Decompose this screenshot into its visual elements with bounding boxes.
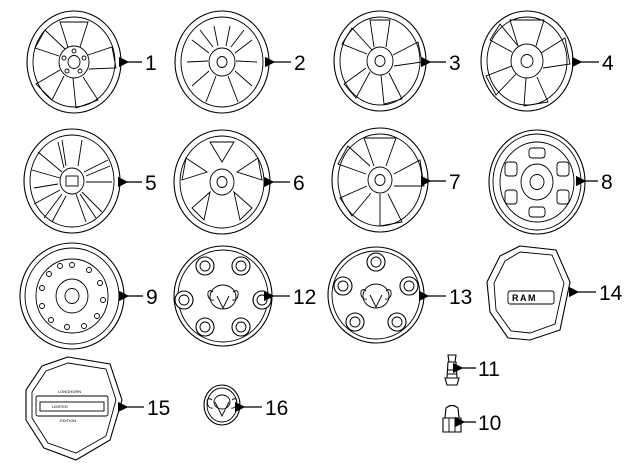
- callout-3: 3: [449, 52, 461, 75]
- callout-12: 12: [293, 286, 316, 309]
- callout-9: 9: [146, 286, 158, 309]
- ram-head-logo-icon: [360, 283, 392, 309]
- cap15-text-mid: LIMITED: [52, 404, 68, 409]
- callout-6: 6: [293, 172, 305, 195]
- callout-15: 15: [147, 397, 170, 420]
- callout-4: 4: [602, 52, 614, 75]
- ram-head-logo-icon: [206, 394, 238, 418]
- badge-ram-text: RAM: [512, 293, 537, 303]
- lug-nut-10[interactable]: [442, 404, 462, 433]
- cap15-text-bottom: EDITION: [60, 418, 76, 423]
- callout-14: 14: [599, 282, 623, 305]
- wheel-9[interactable]: [19, 242, 125, 350]
- center-cap-14[interactable]: RAM: [486, 245, 571, 341]
- wheel-6[interactable]: [173, 129, 271, 235]
- emblem-16[interactable]: [203, 384, 241, 426]
- callout-7: 7: [449, 171, 461, 194]
- valve-stem-11[interactable]: [444, 354, 460, 386]
- callout-10: 10: [478, 412, 501, 435]
- callout-11: 11: [478, 358, 500, 381]
- center-cap-13[interactable]: [327, 246, 425, 344]
- callout-1: 1: [145, 52, 157, 75]
- wheel-2[interactable]: [174, 10, 270, 114]
- callout-5: 5: [145, 172, 157, 195]
- center-cap-15[interactable]: LONGHORN LIMITED EDITION: [25, 356, 123, 461]
- center-cap-12[interactable]: [173, 245, 273, 347]
- wheel-1[interactable]: [26, 10, 122, 114]
- wheel-5[interactable]: [23, 128, 121, 234]
- cap15-text-top: LONGHORN: [58, 389, 81, 394]
- wheel-7[interactable]: [331, 127, 429, 233]
- ram-head-logo-icon: [207, 284, 239, 310]
- callout-13: 13: [449, 286, 472, 309]
- callout-16: 16: [265, 397, 288, 420]
- callout-8: 8: [601, 171, 613, 194]
- wheel-3[interactable]: [333, 10, 427, 112]
- callout-2: 2: [294, 52, 306, 75]
- wheel-8[interactable]: [488, 129, 586, 235]
- wheel-4[interactable]: [480, 10, 574, 112]
